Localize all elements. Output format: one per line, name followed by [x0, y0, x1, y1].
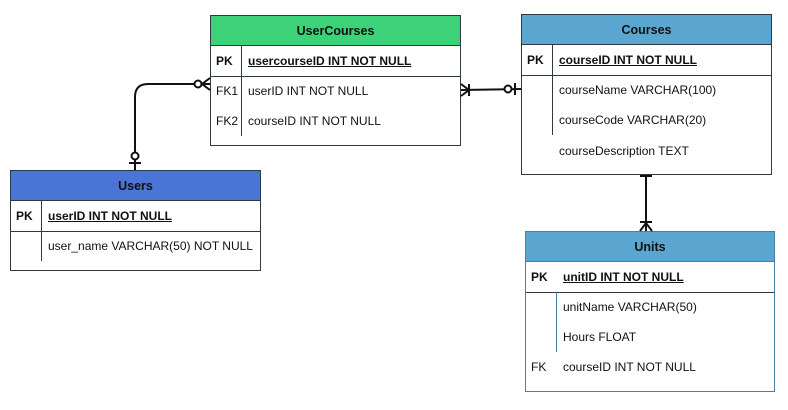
key-column-divider: [552, 45, 553, 135]
table-title: UserCourses: [296, 23, 375, 38]
field-label: unitName VARCHAR(50): [563, 300, 697, 314]
field-label: courseDescription TEXT: [559, 144, 689, 158]
key-label: PK: [16, 209, 33, 223]
field-label: courseName VARCHAR(100): [559, 83, 717, 97]
key-column-divider: [556, 292, 557, 352]
relationship-usercourses-courses[interactable]: [460, 83, 522, 97]
key-label: FK: [531, 360, 547, 374]
field-label: unitID INT NOT NULL: [563, 270, 684, 284]
table-header-users: Users: [11, 171, 260, 201]
table-header-units: Units: [526, 232, 774, 262]
pk-divider: [522, 75, 771, 76]
table-title: Units: [634, 239, 666, 254]
key-column-divider: [241, 46, 242, 136]
table-row[interactable]: PK unitID INT NOT NULL: [526, 262, 774, 292]
key-label: PK: [527, 53, 544, 67]
connector-line: [134, 83, 210, 170]
crowfoot-marker: [639, 221, 653, 232]
field-label: userID INT NOT NULL: [248, 84, 369, 98]
table-row[interactable]: Hours FLOAT: [526, 322, 774, 352]
table-header-courses: Courses: [522, 15, 771, 45]
zero-marker: [503, 84, 513, 94]
field-label: userID INT NOT NULL: [48, 209, 173, 223]
crowfoot-marker: [200, 77, 211, 91]
field-label: courseID INT NOT NULL: [559, 53, 698, 67]
key-label: FK2: [216, 114, 239, 128]
pk-divider: [211, 76, 460, 77]
key-column-divider: [41, 201, 42, 261]
table-row[interactable]: courseDescription TEXT: [522, 136, 771, 166]
key-label: PK: [216, 54, 233, 68]
table-row[interactable]: FK1 userID INT NOT NULL: [211, 76, 460, 106]
field-label: courseID INT NOT NULL: [563, 360, 696, 374]
key-label: FK1: [216, 84, 239, 98]
relationship-courses-units[interactable]: [639, 175, 653, 232]
field-label: usercourseID INT NOT NULL: [248, 54, 412, 68]
table-row[interactable]: PK userID INT NOT NULL: [11, 201, 260, 231]
table-users[interactable]: Users PK userID INT NOT NULL user_name V…: [10, 170, 261, 271]
table-row[interactable]: courseCode VARCHAR(20): [522, 105, 771, 135]
table-row[interactable]: courseName VARCHAR(100): [522, 75, 771, 105]
table-courses[interactable]: Courses PK courseID INT NOT NULL courseN…: [521, 14, 772, 175]
table-title: Courses: [621, 22, 672, 37]
table-row[interactable]: FK courseID INT NOT NULL: [526, 352, 774, 382]
field-label: courseCode VARCHAR(20): [559, 113, 707, 127]
table-row[interactable]: PK usercourseID INT NOT NULL: [211, 46, 460, 76]
table-user-courses[interactable]: UserCourses PK usercourseID INT NOT NULL…: [210, 15, 461, 146]
table-header-user-courses: UserCourses: [211, 16, 460, 46]
field-label: Hours FLOAT: [563, 330, 637, 344]
field-label: user_name VARCHAR(50) NOT NULL: [48, 239, 253, 253]
table-units[interactable]: Units PK unitID INT NOT NULL unitName VA…: [525, 231, 775, 392]
table-row[interactable]: PK courseID INT NOT NULL: [522, 45, 771, 75]
table-row[interactable]: unitName VARCHAR(50): [526, 292, 774, 322]
pk-divider: [11, 231, 260, 232]
table-row[interactable]: user_name VARCHAR(50) NOT NULL: [11, 231, 260, 261]
table-row[interactable]: FK2 courseID INT NOT NULL: [211, 106, 460, 136]
relationship-users-usercourses[interactable]: [129, 77, 211, 170]
table-title: Users: [118, 178, 153, 193]
key-label: PK: [531, 270, 548, 284]
pk-divider: [526, 292, 774, 293]
field-label: courseID INT NOT NULL: [248, 114, 381, 128]
zero-marker: [130, 151, 140, 161]
